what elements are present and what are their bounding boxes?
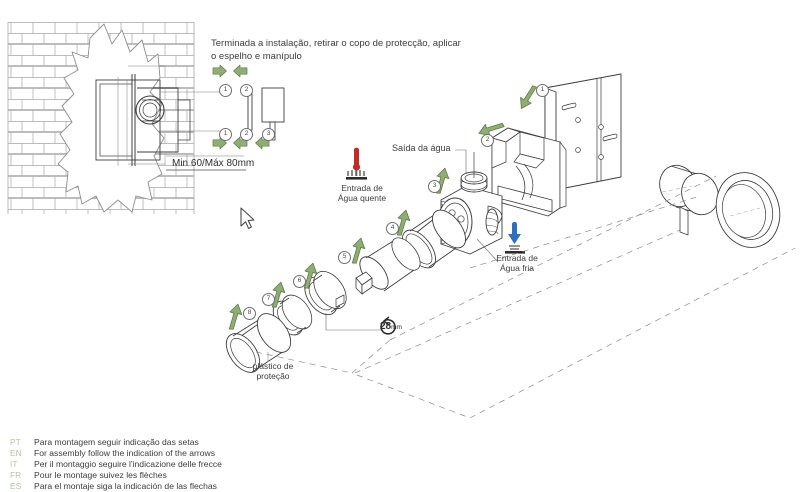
installation-note: Terminada a instalação, retirar o copo d…	[211, 38, 461, 62]
callout-c2-bottom: 2	[240, 128, 253, 141]
callout-c8-cup: 8	[243, 307, 256, 320]
legend-lang-text: Per il montaggio seguire l'indicazione d…	[34, 459, 222, 469]
wrench-size-label: 28mm	[380, 321, 402, 334]
cold-water-inlet-label: Entrada de Água fria	[496, 253, 538, 274]
handle-manipulo	[659, 164, 719, 236]
legend-row: PT Para montagem seguir indicação das set…	[10, 437, 222, 448]
part-6-ring	[304, 270, 347, 316]
legend-row: FR Pour le montage suivez les flèches	[10, 470, 222, 481]
legend-row: ES Para el montaje siga la indicación de …	[10, 481, 222, 492]
water-outlet-label: Saída da água	[392, 143, 451, 153]
protection-plastic-label: plástico de proteção	[252, 361, 294, 382]
legend-row: IT Per il montaggio seguire l'indicazione…	[10, 459, 222, 470]
embedded-valve-section	[95, 65, 246, 171]
legend-lang-code: PT	[10, 437, 21, 447]
callout-c1-bracket: 1	[536, 84, 549, 97]
callout-c2-body: 2	[481, 134, 494, 147]
wall-section	[7, 22, 195, 214]
legend-lang-text: Para el montaje siga la indicación de la…	[34, 481, 217, 491]
hot-water-marker	[346, 147, 367, 180]
callout-c5-cartridge: 5	[338, 251, 351, 264]
wrench-size-value: 28	[380, 321, 392, 332]
callout-c3-sleeve: 3	[428, 180, 441, 193]
legend-lang-text: Pour le montage suivez les flèches	[34, 470, 167, 480]
wrench-icon	[380, 316, 396, 335]
wrench-size-unit: mm	[391, 324, 402, 331]
wall-depth-dimension-label: Min 60/Máx 80mm	[172, 158, 255, 169]
legend-lang-text: Para montagem seguir indicação das setas	[34, 437, 199, 447]
arrow-2-top	[233, 64, 248, 78]
hot-water-inlet-label: Entrada de Água quente	[337, 183, 387, 204]
cold-water-marker	[505, 222, 525, 254]
leader-lines	[325, 149, 499, 331]
valve-body-box	[491, 127, 567, 217]
alignment-guides	[255, 175, 796, 419]
part-4-sleeve	[402, 209, 466, 269]
language-legend: PT Para montagem seguir indicação das set…	[10, 437, 222, 492]
callout-c1-top: 1	[219, 84, 232, 97]
callout-c2-top: 2	[240, 84, 253, 97]
legend-lang-code: ES	[10, 481, 22, 491]
arrow-1-top	[212, 64, 227, 78]
callout-c1-bottom: 1	[219, 128, 232, 141]
mouse-cursor	[240, 207, 255, 229]
escutcheon-ring	[715, 172, 781, 248]
legend-lang-text: For assembly follow the indication of th…	[34, 448, 216, 458]
callout-c3-bottom: 3	[262, 128, 275, 141]
callout-c7-collar: 7	[262, 293, 275, 306]
callout-c4-nut: 4	[386, 222, 399, 235]
callout-c6-ring: 6	[293, 275, 306, 288]
legend-lang-code: EN	[10, 448, 22, 458]
legend-row: EN For assembly follow the indication of …	[10, 448, 222, 459]
legend-lang-code: FR	[10, 470, 22, 480]
legend-lang-code: IT	[10, 459, 18, 469]
part-8-protection-cup	[225, 313, 292, 373]
part-5-cartridge	[355, 237, 421, 295]
